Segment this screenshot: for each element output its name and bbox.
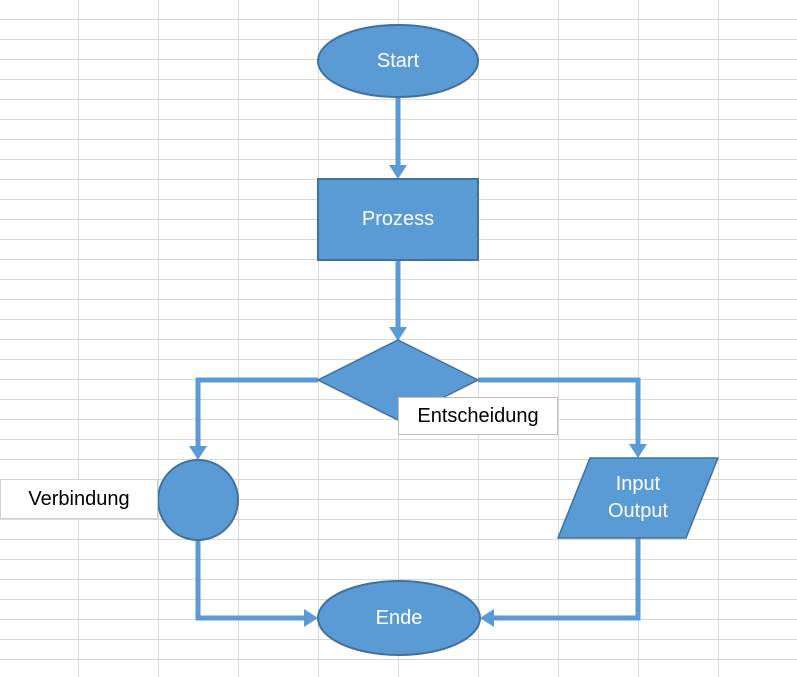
entscheidung-label: Entscheidung [417,404,539,427]
arrowhead-down-icon [189,446,207,460]
arrowhead-down-icon [389,165,407,179]
arrowhead-down-icon [389,327,407,341]
arrowhead-left-icon [480,609,494,627]
verbindung-circle-shape[interactable] [157,459,239,541]
verbindung-label-box[interactable]: Verbindung [0,479,158,519]
entscheidung-label-box[interactable]: Entscheidung [398,397,558,435]
ende-ellipse-shape[interactable] [317,580,481,656]
connector-entscheidung-inputoutput[interactable] [478,377,641,445]
arrowhead-right-icon [304,609,318,627]
connector-inputoutput-ende[interactable] [493,537,641,621]
arrowhead-down-icon [629,444,647,458]
connector-entscheidung-verbindung[interactable] [195,377,318,447]
connector-verbindung-ende[interactable] [195,539,305,621]
verbindung-label: Verbindung [28,487,130,510]
input-output-parallelogram-shape[interactable] [556,457,720,539]
prozess-rectangle-shape[interactable] [317,178,479,261]
start-ellipse-shape[interactable] [317,24,479,98]
